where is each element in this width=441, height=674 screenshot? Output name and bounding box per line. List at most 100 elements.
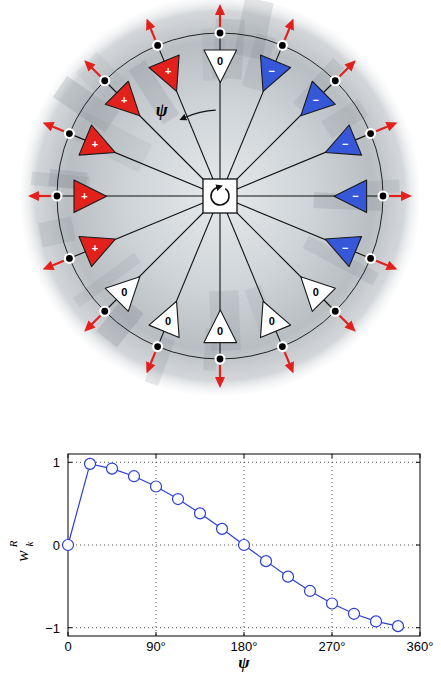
- unit-triangle: −: [294, 86, 331, 123]
- axis-tick: [332, 632, 333, 636]
- receptor-dot: [380, 193, 387, 200]
- axis-label-superscript: R: [8, 541, 19, 548]
- data-marker: [195, 508, 206, 519]
- triangle-outline: [82, 128, 119, 165]
- dot-halo: [52, 191, 63, 202]
- sign-label: −: [352, 190, 358, 201]
- dot-halo: [277, 341, 288, 352]
- triangle-outline: [82, 227, 119, 264]
- receptor-dot: [154, 343, 161, 350]
- triangle-shape: [261, 301, 291, 337]
- triangle-shape: [79, 125, 115, 155]
- flow-arrow: [52, 261, 64, 266]
- spoke-wire: [220, 45, 282, 196]
- building-shape: [144, 336, 175, 389]
- axis-tick: [244, 454, 245, 458]
- axis-tick: [416, 627, 420, 628]
- axis-tick: [156, 454, 157, 458]
- axis-tick: [68, 627, 72, 628]
- unit-triangle: +: [152, 58, 189, 95]
- angle-arc: [185, 110, 216, 117]
- triangle-outline: [110, 86, 147, 123]
- spoke-wire: [158, 45, 220, 196]
- triangle-outline: [294, 86, 331, 123]
- sign-label: 0: [313, 286, 319, 297]
- data-marker: [151, 481, 162, 492]
- flow-arrow: [285, 28, 290, 40]
- receptor-dot: [367, 255, 374, 262]
- flow-arrow: [340, 67, 349, 76]
- data-marker: [305, 585, 316, 596]
- data-marker: [63, 540, 74, 551]
- unit-triangle: −: [322, 128, 359, 165]
- flow-arrow: [150, 28, 155, 40]
- tick-label: 360°: [407, 640, 434, 653]
- dot-halo: [99, 75, 110, 86]
- sign-label: +: [121, 95, 127, 106]
- axis-tick: [244, 632, 245, 636]
- spoke-wire: [69, 134, 220, 196]
- receptor-dot: [367, 130, 374, 137]
- unit-triangle: +: [110, 86, 147, 123]
- data-marker: [283, 571, 294, 582]
- triangle-outline: [72, 178, 109, 215]
- triangle-outline: [322, 227, 359, 264]
- dot-halo: [365, 128, 376, 139]
- dot-halo: [277, 40, 288, 51]
- receptor-dot: [54, 193, 61, 200]
- dot-halo: [152, 341, 163, 352]
- data-marker: [239, 540, 250, 551]
- spoke-wire: [220, 196, 282, 347]
- triangle-shape: [204, 310, 237, 343]
- receptor-dot: [66, 130, 73, 137]
- flow-arrow: [285, 352, 290, 364]
- sign-label: +: [81, 190, 87, 201]
- unit-triangle: +: [72, 178, 109, 215]
- data-marker: [173, 494, 184, 505]
- unit-triangle: −: [332, 178, 369, 215]
- triangle-shape: [105, 276, 140, 311]
- data-marker: [85, 458, 96, 469]
- tick-label: 180°: [231, 640, 258, 653]
- receptor-dot: [101, 308, 108, 315]
- grid-line: [68, 462, 420, 463]
- tick-label: 1: [53, 456, 60, 469]
- plot-frame: [68, 454, 420, 636]
- unit-triangle: +: [82, 128, 119, 165]
- fisheye-photo: [15, 0, 425, 401]
- receptor-dot: [332, 77, 339, 84]
- data-marker: [129, 471, 140, 482]
- triangle-shape: [334, 180, 367, 213]
- sign-label: 0: [217, 326, 223, 337]
- sign-label: 0: [269, 316, 275, 327]
- triangle-shape: [79, 237, 115, 267]
- axis-label-subscript: k: [24, 542, 35, 547]
- ring: [57, 33, 383, 359]
- weight-curve: [68, 464, 398, 626]
- spoke-wire: [69, 196, 220, 258]
- receptor-dot: [217, 30, 224, 37]
- dot-halo: [152, 40, 163, 51]
- grid-line: [68, 627, 420, 628]
- sign-label: 0: [217, 55, 223, 66]
- dot-halo: [330, 306, 341, 317]
- triangle-outline: [294, 270, 331, 307]
- axis-label: w: [14, 550, 31, 561]
- data-marker: [371, 616, 382, 627]
- unit-triangle: −: [251, 58, 288, 95]
- center-unit: [203, 179, 237, 213]
- receptor-dot: [332, 308, 339, 315]
- triangle-shape: [261, 55, 291, 91]
- receptor-dot: [66, 255, 73, 262]
- triangle-shape: [74, 180, 107, 213]
- data-marker: [393, 621, 404, 632]
- dot-halo: [215, 354, 226, 365]
- dot-halo: [330, 75, 341, 86]
- flow-arrow: [150, 352, 155, 364]
- triangle-outline: [332, 178, 369, 215]
- triangle-shape: [300, 276, 335, 311]
- sign-label: −: [313, 95, 319, 106]
- axis-tick: [332, 454, 333, 458]
